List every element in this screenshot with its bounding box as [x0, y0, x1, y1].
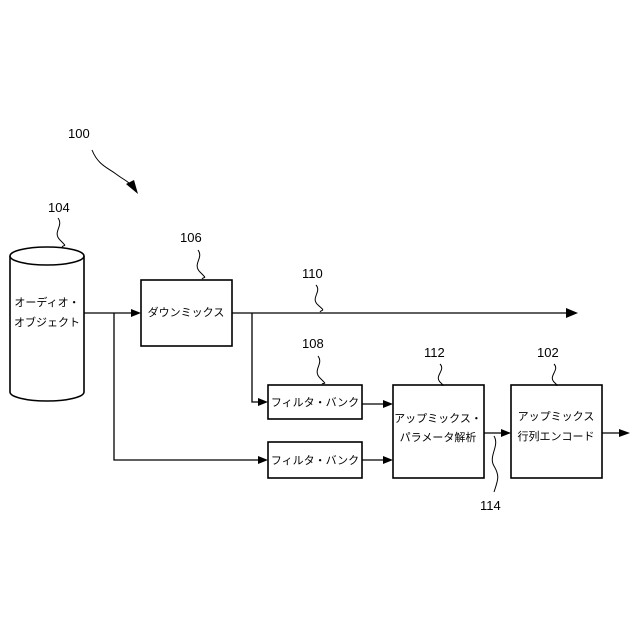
ref-label-104: 104 [48, 200, 70, 215]
audio-object-label-line2: オブジェクト [14, 315, 80, 329]
wire-downmix-to-filter-bank-1 [252, 313, 259, 402]
leader-112 [438, 364, 443, 385]
audio-object-label-line1: オーディオ・ [14, 295, 79, 309]
leader-106 [197, 250, 205, 279]
arrowhead-encoder-in [501, 429, 511, 437]
ref-label-102: 102 [537, 345, 559, 360]
arrowhead-encoder-output [619, 429, 630, 437]
leader-114 [492, 436, 498, 492]
arrowhead-filter-bank-1-in [258, 398, 268, 406]
filter-bank-1-label: フィルタ・バンク [271, 396, 359, 409]
audio-object-storage: オーディオ・ オブジェクト [10, 247, 84, 401]
ref-label-112: 112 [424, 345, 445, 360]
arrowhead-filter-bank-2-in [258, 456, 268, 464]
ref-label-110: 110 [302, 266, 323, 281]
leader-102 [552, 364, 557, 385]
ref-label-100: 100 [68, 126, 90, 141]
leader-110 [315, 285, 323, 312]
ref-label-114: 114 [480, 498, 501, 513]
arrowhead-downmix-output [566, 308, 578, 318]
analysis-label-line2: パラメータ解析 [400, 430, 477, 444]
arrowhead-analysis-in-2 [383, 456, 393, 464]
analysis-label-line1: アップミックス・ [394, 412, 482, 425]
arrowhead-downmix-in [131, 309, 141, 317]
ref-label-108: 108 [302, 336, 324, 351]
arrowhead-analysis-in-1 [383, 400, 393, 408]
leader-104 [57, 218, 65, 247]
leader-100 [92, 150, 130, 184]
leader-108 [317, 356, 325, 384]
downmix-label: ダウンミックス [148, 305, 225, 319]
filter-bank-2-label: フィルタ・バンク [271, 454, 359, 467]
ref-label-106: 106 [180, 230, 202, 245]
encoder-label-line1: アップミックス [518, 410, 595, 423]
encoder-label-line2: 行列エンコード [518, 429, 595, 443]
